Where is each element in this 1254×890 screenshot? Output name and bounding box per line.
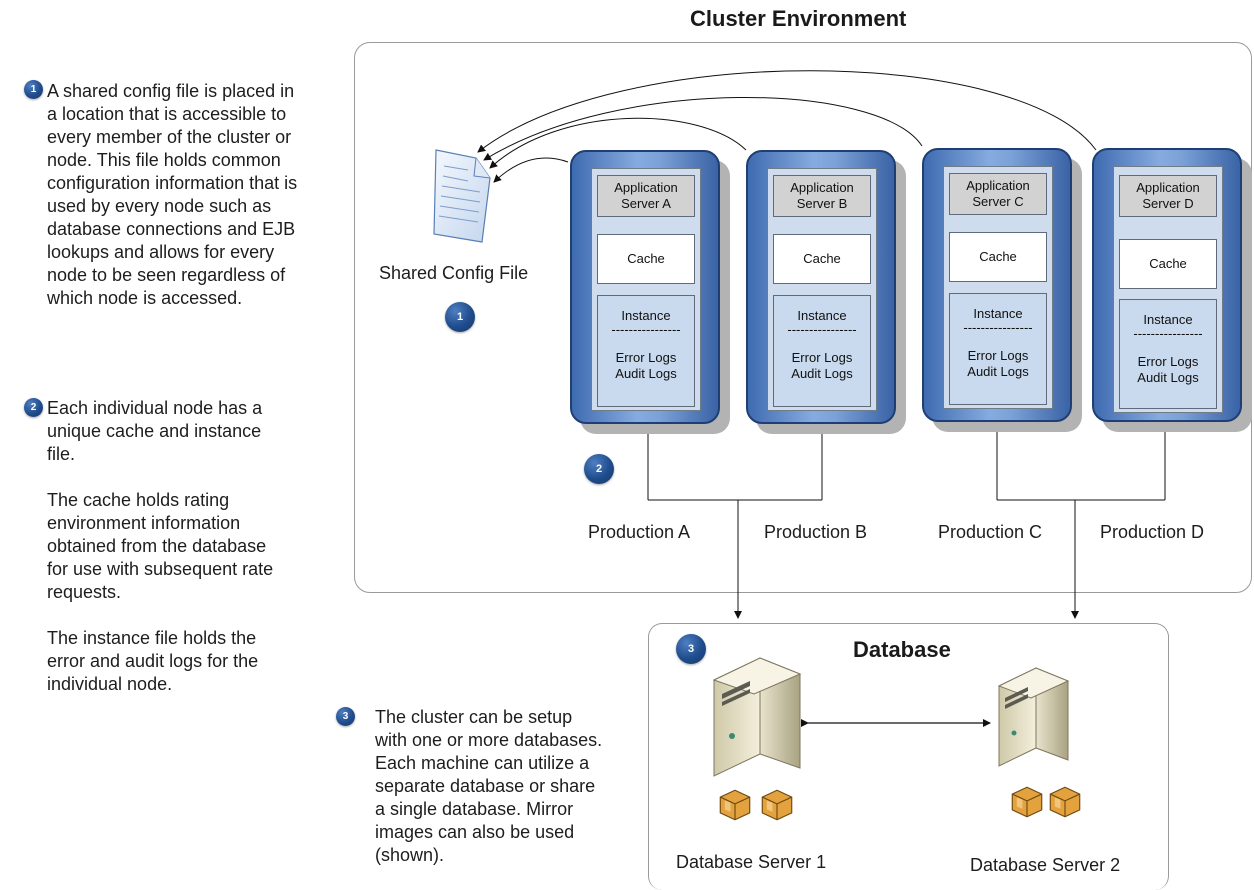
production-c-label: Production C — [938, 522, 1043, 542]
step-badge-1-diagram: 1 — [445, 302, 475, 332]
shared-config-label: Shared Config File — [379, 263, 529, 283]
crate-icon — [1049, 786, 1081, 818]
crate-icon — [1011, 786, 1043, 818]
cache-box: Cache — [597, 234, 695, 284]
production-a-label: Production A — [588, 522, 691, 542]
step-badge-2-diagram: 2 — [584, 454, 614, 484]
cluster-title: Cluster Environment — [690, 6, 907, 31]
config-arc-b — [489, 117, 747, 169]
step-badge-3-diagram: 3 — [676, 634, 706, 664]
config-arc-c — [483, 96, 923, 161]
crate-icon — [761, 789, 793, 821]
production-b-label: Production B — [764, 522, 868, 542]
server-tower-icon — [712, 657, 802, 777]
server-tower-icon — [997, 667, 1070, 767]
production-d-label: Production D — [1100, 522, 1205, 542]
database-title: Database — [853, 637, 951, 662]
crate-icon — [719, 789, 751, 821]
cache-box: Cache — [949, 232, 1047, 282]
config-arc-a — [493, 157, 569, 183]
note-shared-config: A shared config file is placed in a loca… — [47, 81, 298, 308]
cache-box: Cache — [773, 234, 871, 284]
note-databases: The cluster can be setup with one or mor… — [375, 707, 603, 865]
database-server-2-label: Database Server 2 — [970, 855, 1121, 875]
note-node-cache: Each individual node has a unique cache … — [47, 398, 274, 694]
database-server-1-label: Database Server 1 — [676, 852, 827, 872]
step-badge-1: 1 — [24, 80, 43, 99]
document-icon — [433, 149, 491, 243]
step-badge-2: 2 — [24, 398, 43, 417]
config-arc-d — [477, 70, 1097, 153]
step-badge-3: 3 — [336, 707, 355, 726]
cache-box: Cache — [1119, 239, 1217, 289]
